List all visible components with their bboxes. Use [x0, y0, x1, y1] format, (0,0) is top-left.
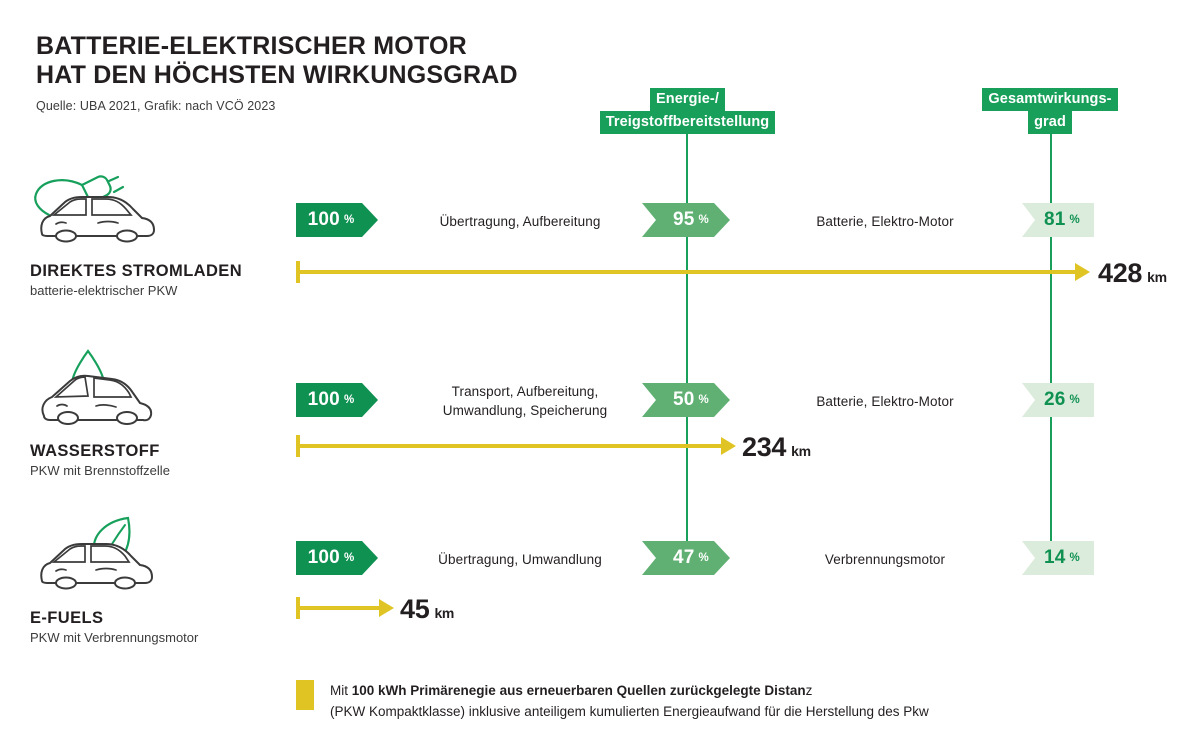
badge-total-unit: % [1069, 394, 1080, 406]
column-header-energy-supply: Energie-/ Treigstoffbereitstellung [575, 88, 800, 134]
arrow-shaft [296, 606, 379, 610]
badge-mid-value: 50 [673, 389, 695, 410]
badge-mid-efficiency: 47% [642, 541, 730, 575]
step-label-1: Übertragung, Umwandlung [438, 552, 602, 567]
arrow-shaft [296, 270, 1075, 274]
step-label-1: Transport, Aufbereitung, Umwandlung, Spe… [400, 382, 650, 420]
badge-start-efficiency: 100% [296, 383, 378, 417]
badge-start-unit: % [343, 552, 355, 564]
column-header-total-efficiency: Gesamtwirkungs- grad [950, 88, 1150, 134]
badge-start-unit: % [343, 394, 355, 406]
badge-start-efficiency: 100% [296, 203, 378, 237]
arrow-head [721, 437, 736, 455]
arrow-head [379, 599, 394, 617]
badge-mid-efficiency: 95% [642, 203, 730, 237]
title-line-2: HAT DEN HÖCHSTEN WIRKUNGSGRAD [36, 61, 518, 89]
distance-number: 45 [400, 594, 430, 624]
column-header-energy-supply-line1: Energie-/ [650, 88, 725, 111]
badge-total-unit: % [1069, 214, 1080, 226]
badge-start-efficiency: 100% [296, 541, 378, 575]
badge-mid-efficiency: 50% [642, 383, 730, 417]
vehicle-subtitle: PKW mit Verbrennungsmotor [30, 630, 199, 645]
distance-number: 428 [1098, 258, 1143, 288]
badge-mid-value: 95 [673, 209, 695, 230]
vehicle-title: DIREKTES STROMLADEN [30, 262, 243, 280]
distance-arrow [296, 597, 394, 619]
step-label-2: Batterie, Elektro-Motor [816, 214, 954, 229]
step-label-1-line1: Transport, Aufbereitung, [451, 384, 599, 399]
badge-start-unit: % [343, 214, 355, 226]
car-with-leaf-icon [30, 515, 165, 605]
arrow-shaft [296, 444, 721, 448]
car-with-water-droplet-icon [30, 348, 165, 438]
vehicle-subtitle: PKW mit Brennstoffzelle [30, 463, 170, 478]
car-with-charging-plug-icon [30, 168, 165, 258]
vehicle-block-wasserstoff: WASSERSTOFF PKW mit Brennstoffzelle [30, 348, 290, 478]
badge-total-efficiency: 14% [1022, 541, 1094, 575]
column-header-total-efficiency-line2: grad [1028, 111, 1072, 134]
badge-start-value: 100 [307, 209, 340, 230]
vehicle-subtitle: batterie-elektrischer PKW [30, 283, 178, 298]
guide-line-middle [686, 131, 688, 571]
step-label-2: Verbrennungsmotor [824, 552, 946, 567]
vehicle-block-e-fuels: E-FUELS PKW mit Verbrennungsmotor [30, 515, 290, 645]
distance-arrow [296, 435, 736, 457]
legend-color-swatch [296, 680, 314, 710]
legend-line-1-prefix: Mit [330, 683, 352, 698]
badge-total-efficiency: 26% [1022, 383, 1094, 417]
distance-unit: km [1147, 269, 1167, 285]
vehicle-block-direktes-stromladen: DIREKTES STROMLADEN batterie-elektrische… [30, 168, 290, 298]
distance-arrow [296, 261, 1090, 283]
step-label-1: Übertragung, Aufbereitung [439, 214, 601, 229]
column-header-energy-supply-line2: Treigstoffbereitstellung [599, 111, 776, 134]
badge-mid-value: 47 [673, 547, 695, 568]
badge-mid-unit: % [698, 394, 709, 406]
arrow-head [1075, 263, 1090, 281]
step-label-1-line2: Umwandlung, Speicherung [442, 403, 608, 418]
distance-unit: km [434, 605, 455, 621]
badge-start-value: 100 [307, 547, 340, 568]
legend-line-2: (PKW Kompaktklasse) inklusive anteiligem… [330, 704, 929, 719]
legend-line-1-bold: 100 kWh Primärenegie aus erneuerbaren Qu… [351, 683, 806, 698]
badge-mid-unit: % [698, 214, 709, 226]
distance-number: 234 [742, 432, 787, 462]
badge-mid-unit: % [698, 552, 709, 564]
badge-total-value: 81 [1044, 209, 1066, 230]
step-label-2: Batterie, Elektro-Motor [816, 394, 954, 409]
vehicle-title: E-FUELS [30, 609, 104, 627]
badge-total-value: 26 [1044, 389, 1066, 410]
guide-line-right [1050, 131, 1052, 571]
legend-line-1-suffix: z [805, 683, 813, 698]
badge-total-unit: % [1069, 552, 1080, 564]
source-note: Quelle: UBA 2021, Grafik: nach VCÖ 2023 [36, 99, 276, 113]
title-line-1: BATTERIE-ELEKTRISCHER MOTOR [36, 32, 467, 60]
vehicle-title: WASSERSTOFF [30, 442, 160, 460]
distance-unit: km [791, 443, 811, 459]
page-title: BATTERIE-ELEKTRISCHER MOTOR HAT DEN HÖCH… [36, 32, 736, 90]
legend-line-1: Mit 100 kWh Primärenegie aus erneuerbare… [330, 680, 1160, 701]
badge-total-efficiency: 81% [1022, 203, 1094, 237]
badge-start-value: 100 [307, 389, 340, 410]
badge-total-value: 14 [1044, 547, 1066, 568]
column-header-total-efficiency-line1: Gesamtwirkungs- [982, 88, 1118, 111]
legend-text: Mit 100 kWh Primärenegie aus erneuerbare… [330, 680, 1160, 722]
